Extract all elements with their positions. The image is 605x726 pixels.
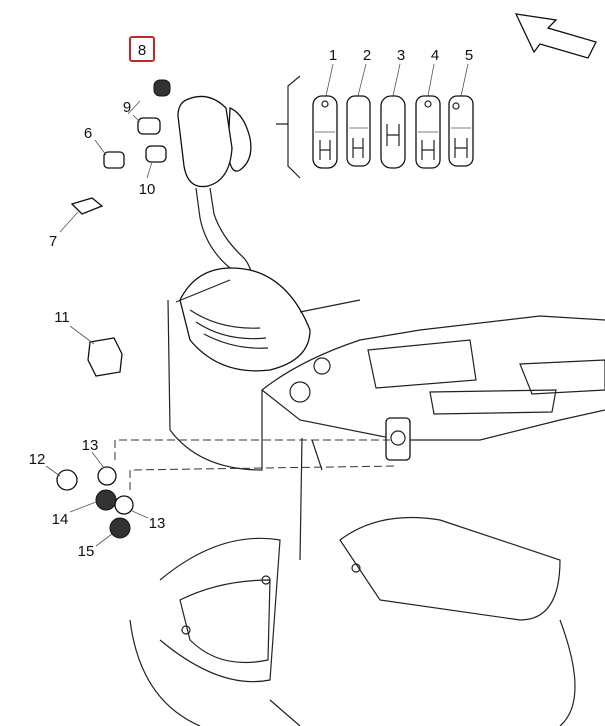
part-13b [114,495,134,515]
callout-15[interactable]: 15 [78,543,95,560]
decal-4 [415,63,441,169]
decal-group [312,63,474,169]
dashed-leader-2 [129,465,399,490]
callout-4[interactable]: 4 [431,47,439,64]
bracket [276,75,301,179]
callout-13-bottom[interactable]: 13 [149,515,166,532]
console-body [129,279,605,726]
callout-14[interactable]: 14 [52,511,69,528]
callout-10[interactable]: 10 [139,181,156,198]
part-9 [137,117,161,135]
direction-arrow-icon [514,13,597,59]
part-10 [145,145,167,163]
part-14 [95,489,117,511]
callout-1[interactable]: 1 [329,47,337,64]
dashed-leader-1 [114,439,390,460]
callout-8[interactable]: 8 [138,42,146,59]
highlight-box-8 [129,36,155,62]
decal-5 [448,63,474,167]
callout-5[interactable]: 5 [465,47,473,64]
decal-3 [380,63,406,169]
part-15 [109,517,131,539]
part-8 [153,79,171,97]
joystick-lever [177,95,311,372]
callout-3[interactable]: 3 [397,47,405,64]
part-7 [70,197,104,215]
callout-7[interactable]: 7 [49,233,57,250]
callout-2[interactable]: 2 [363,47,371,64]
part-11 [87,337,123,377]
part-6 [103,151,125,169]
callout-6[interactable]: 6 [84,125,92,142]
callout-11[interactable]: 11 [54,309,70,326]
part-12 [56,469,78,491]
callout-12[interactable]: 12 [29,451,46,468]
callout-9[interactable]: 9 [123,99,131,116]
part-13a [97,466,117,486]
decal-2 [346,63,371,167]
leader-lines [45,100,153,547]
decal-1 [312,63,338,169]
callout-13-top[interactable]: 13 [82,437,99,454]
